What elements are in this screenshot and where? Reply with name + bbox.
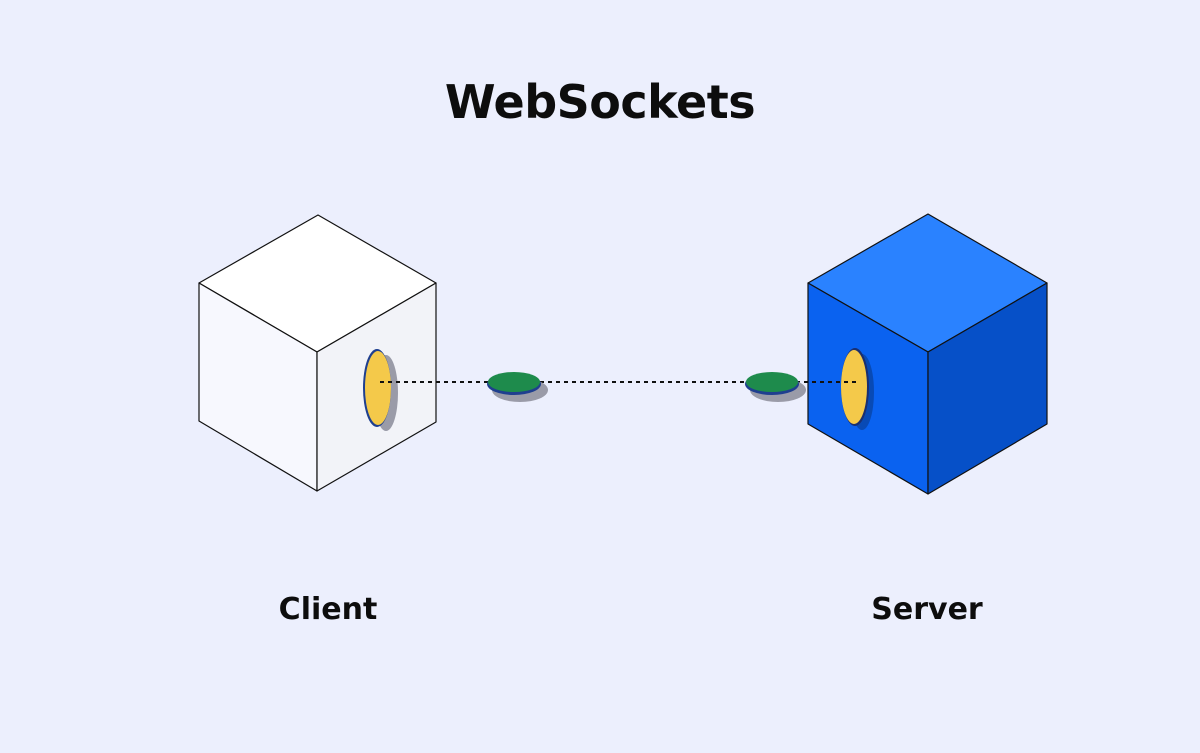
- client-port-face: [365, 351, 391, 425]
- client-label: Client: [278, 592, 378, 627]
- data-packet-1: [487, 372, 548, 402]
- server-port-face: [841, 350, 867, 424]
- data-packet-1-body: [488, 372, 540, 392]
- client-cube: [198, 214, 437, 492]
- client-port: [363, 349, 398, 431]
- diagram-title: WebSockets: [444, 75, 756, 129]
- server-cube-right: [927, 282, 1048, 495]
- server-cube: [807, 213, 1048, 495]
- data-packet-2: [745, 372, 806, 402]
- server-port: [841, 348, 874, 430]
- data-packet-2-body: [746, 372, 798, 392]
- server-label: Server: [871, 592, 983, 627]
